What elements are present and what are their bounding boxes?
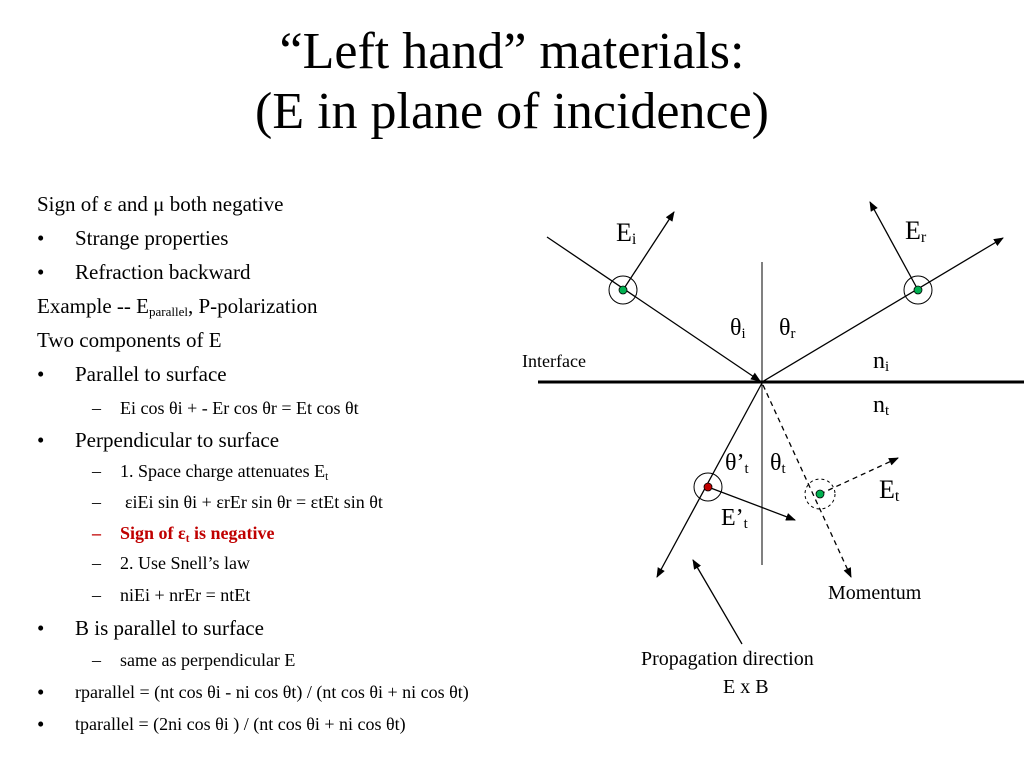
et-prime-field-arrow (707, 486, 796, 521)
refraction-backward-text: Refraction backward (75, 260, 251, 284)
dash-eq3: – (92, 585, 101, 605)
two-components-line: Two components of E (37, 328, 222, 352)
bullet-t: • (37, 712, 45, 736)
space-charge-text: 1. Space charge attenuates Et (120, 461, 329, 483)
dash-sign: – (92, 523, 101, 543)
b-parallel-text: B is parallel to surface (75, 616, 264, 640)
er-circle (903, 275, 933, 305)
sign-negative-text: Sign of εt is negative (120, 523, 275, 545)
strange-properties-text: Strange properties (75, 226, 229, 250)
snell-law-text: 2. Use Snell’s law (120, 553, 250, 573)
bullet-b: • (37, 616, 45, 640)
title-line-2: (E in plane of incidence) (255, 83, 769, 140)
et-prime-circle (693, 472, 723, 502)
dash-space: – (92, 461, 101, 481)
dash-same: – (92, 650, 101, 670)
dash-snell: – (92, 553, 101, 573)
bullet-parallel: • (37, 362, 45, 386)
reflected-ray (761, 237, 1004, 383)
incident-ray (546, 236, 761, 382)
bullet-refraction: • (37, 260, 45, 284)
theta-r-label: θr (779, 315, 796, 342)
t-parallel-equation: tparallel = (2ni cos θi ) / (nt cos θi +… (75, 714, 406, 734)
et-prime-dot (703, 482, 713, 492)
bullet-perp: • (37, 428, 45, 452)
nt-label: nt (873, 392, 890, 419)
propagation-pointer (692, 559, 743, 645)
bullet-strange: • (37, 226, 45, 250)
refracted-ray (656, 382, 763, 578)
bullet-r: • (37, 680, 45, 704)
parallel-surface-text: Parallel to surface (75, 362, 227, 386)
perpendicular-surface-text: Perpendicular to surface (75, 428, 280, 452)
interface-label: Interface (522, 351, 586, 371)
et-label: Et (879, 475, 900, 505)
theta-i-label: θi (730, 315, 746, 342)
equation-parallel: Ei cos θi + - Er cos θr = Et cos θt (120, 398, 359, 418)
propagation-label: Propagation direction (641, 648, 814, 670)
ei-field-arrow (622, 211, 675, 291)
r-parallel-equation: rparallel = (nt cos θi - ni cos θt) / (n… (75, 682, 469, 702)
dash-eq1: – (92, 398, 101, 418)
et-prime-label: E’t (721, 505, 748, 532)
theta-prime-t-label: θ’t (725, 450, 749, 477)
equation-perpendicular: εiEi sin θi + εrEr sin θr = εtEt sin θt (125, 492, 383, 512)
dash-eq2: – (92, 492, 101, 512)
ei-label: Ei (616, 218, 637, 248)
equation-snell: niEi + nrEr = ntEt (120, 585, 251, 605)
slide-title: “Left hand” materials: (E in plane of in… (0, 22, 1024, 142)
theta-t-label: θt (770, 450, 786, 477)
ei-dot (618, 285, 628, 295)
momentum-ray (762, 384, 852, 578)
er-dot (913, 285, 923, 295)
et-circle (804, 478, 836, 510)
ei-circle (608, 275, 638, 305)
ni-label: ni (873, 348, 890, 375)
er-field-arrow (869, 201, 919, 291)
et-dot (815, 489, 825, 499)
example-line: Example -- Eparallel, P-polarization (37, 294, 318, 319)
intro-line: Sign of ε and μ both negative (37, 192, 284, 216)
er-label: Er (905, 216, 927, 246)
exb-label: E x B (723, 676, 769, 698)
title-line-1: “Left hand” materials: (279, 23, 745, 80)
same-as-perp-text: same as perpendicular E (120, 650, 296, 670)
momentum-label: Momentum (828, 582, 922, 604)
